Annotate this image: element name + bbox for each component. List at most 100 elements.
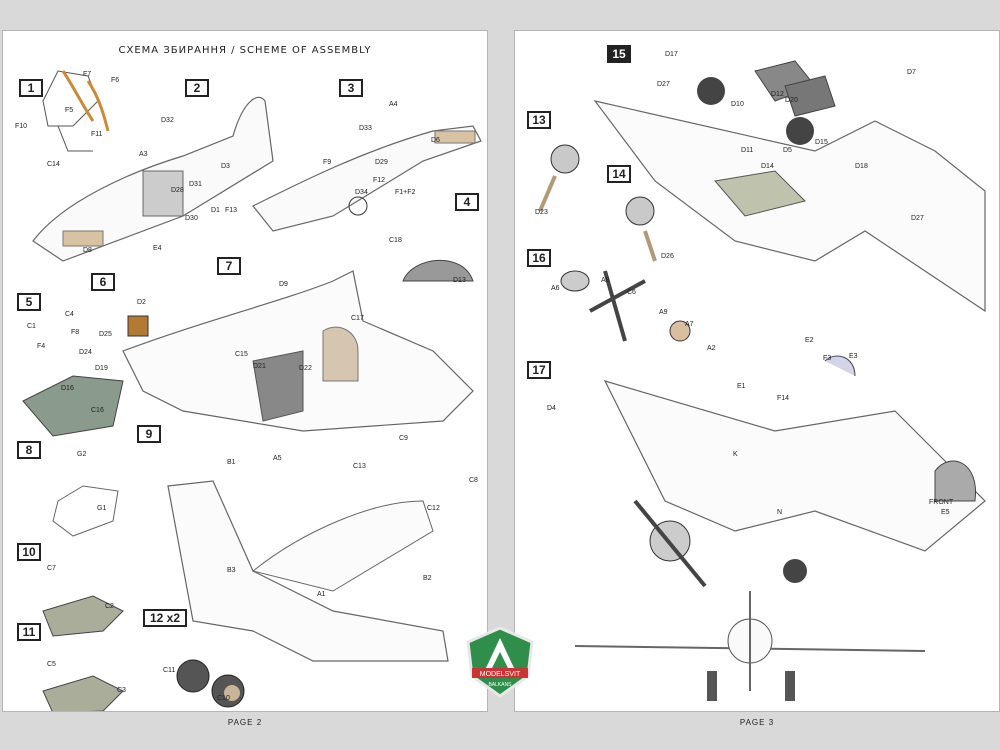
- part-label: D21: [253, 363, 266, 370]
- right-assembly-drawing: [538, 60, 986, 701]
- part-label: N: [777, 509, 783, 516]
- step-16-number: 16: [527, 249, 551, 267]
- part-label: A5: [273, 455, 282, 462]
- part-label: A2: [707, 345, 716, 352]
- part-label: C18: [389, 237, 402, 244]
- part-label: B2: [423, 575, 432, 582]
- part-label: D34: [355, 189, 368, 196]
- part-label: D4: [547, 405, 556, 412]
- part-label: D19: [95, 365, 108, 372]
- part-label: FRONT: [929, 499, 954, 506]
- part-label: D33: [359, 125, 372, 132]
- part-label: D14: [761, 163, 774, 170]
- part-label: A8: [601, 277, 610, 284]
- right-page-label: PAGE 3: [739, 718, 775, 727]
- step-9-number: 9: [137, 425, 161, 443]
- part-label: D3: [221, 163, 230, 170]
- part-label: D18: [855, 163, 868, 170]
- step-15-number: 15: [607, 45, 631, 63]
- part-label: D24: [79, 349, 92, 356]
- part-label: C12: [427, 505, 440, 512]
- part-label: D31: [189, 181, 202, 188]
- step-17-number: 17: [527, 361, 551, 379]
- step-10-number: 10: [17, 543, 41, 561]
- part-label: D15: [815, 139, 828, 146]
- part-label: C4: [65, 311, 74, 318]
- part-label: D8: [83, 247, 92, 254]
- left-page-label: PAGE 2: [227, 718, 263, 727]
- part-label: A1: [317, 591, 326, 598]
- part-label: B1: [227, 459, 236, 466]
- part-label: D11: [741, 147, 754, 154]
- part-label: D32: [161, 117, 174, 124]
- logo-subtext: BALKANS: [488, 682, 512, 688]
- step-12-number: 12 x2: [143, 609, 187, 627]
- part-label: D28: [171, 187, 184, 194]
- part-label: D23: [535, 209, 548, 216]
- step-13-number: 13: [527, 111, 551, 129]
- right-page: 15 13 14 16 17 D17 D27 D10 D12 D20 D11 D…: [514, 30, 1000, 727]
- part-label: D20: [785, 97, 798, 104]
- part-label: A7: [685, 321, 694, 328]
- part-label: F9: [323, 159, 332, 166]
- part-label: G1: [97, 505, 107, 512]
- part-label: F5: [65, 107, 74, 114]
- part-label: F13: [225, 207, 238, 214]
- part-label: E5: [941, 509, 950, 516]
- modelsvit-logo: MODELSVIT BALKANS: [466, 626, 534, 698]
- part-label: F11: [91, 131, 103, 138]
- part-label: F14: [777, 395, 790, 402]
- part-label: D17: [665, 51, 678, 58]
- part-label: A3: [139, 151, 148, 158]
- part-label: C14: [47, 161, 60, 168]
- part-label: F6: [111, 77, 120, 84]
- part-label: D9: [279, 281, 288, 288]
- part-label: C3: [117, 687, 126, 694]
- step-7-number: 7: [217, 257, 241, 275]
- logo-text: MODELSVIT: [480, 671, 521, 678]
- part-label: D30: [185, 215, 198, 222]
- part-label: D2: [137, 299, 146, 306]
- part-label: A6: [551, 285, 560, 292]
- part-label: D7: [907, 69, 916, 76]
- part-label: E4: [153, 245, 162, 252]
- part-label: D26: [661, 253, 674, 260]
- part-label: F4: [37, 343, 46, 350]
- part-label: D13: [453, 277, 466, 284]
- part-label: F8: [71, 329, 80, 336]
- step-14-number: 14: [607, 165, 631, 183]
- part-label: A9: [659, 309, 668, 316]
- part-label: D1: [211, 207, 220, 214]
- part-label: D22: [299, 365, 312, 372]
- left-page: СХЕМА ЗБИРАННЯ / SCHEME OF ASSEMBLY: [2, 30, 488, 727]
- left-assembly-drawing: [22, 70, 482, 711]
- part-label: D6: [431, 137, 440, 144]
- part-label: E2: [805, 337, 814, 344]
- part-label: C5: [47, 661, 56, 668]
- part-label: C11: [163, 667, 176, 674]
- part-label: C13: [353, 463, 366, 470]
- part-label: C10: [217, 695, 230, 702]
- part-label: D12: [771, 91, 784, 98]
- part-label: C9: [399, 435, 408, 442]
- part-label: K: [733, 451, 738, 458]
- part-label: F1+F2: [395, 189, 416, 196]
- part-label: F3: [823, 355, 832, 362]
- part-label: D29: [375, 159, 388, 166]
- part-label: C6: [627, 289, 636, 296]
- part-label: D5: [783, 147, 792, 154]
- part-label: C8: [469, 477, 478, 484]
- step-6-number: 6: [91, 273, 115, 291]
- part-label: C7: [47, 565, 56, 572]
- part-label: E3: [849, 353, 858, 360]
- part-label: E1: [737, 383, 746, 390]
- step-4-number: 4: [455, 193, 479, 211]
- part-label: C15: [235, 351, 248, 358]
- part-label: C2: [105, 603, 114, 610]
- step-11-number: 11: [17, 623, 41, 641]
- part-label: F12: [373, 177, 386, 184]
- part-label: C16: [91, 407, 104, 414]
- part-label: C1: [27, 323, 36, 330]
- part-label: D16: [61, 385, 74, 392]
- step-3-number: 3: [339, 79, 363, 97]
